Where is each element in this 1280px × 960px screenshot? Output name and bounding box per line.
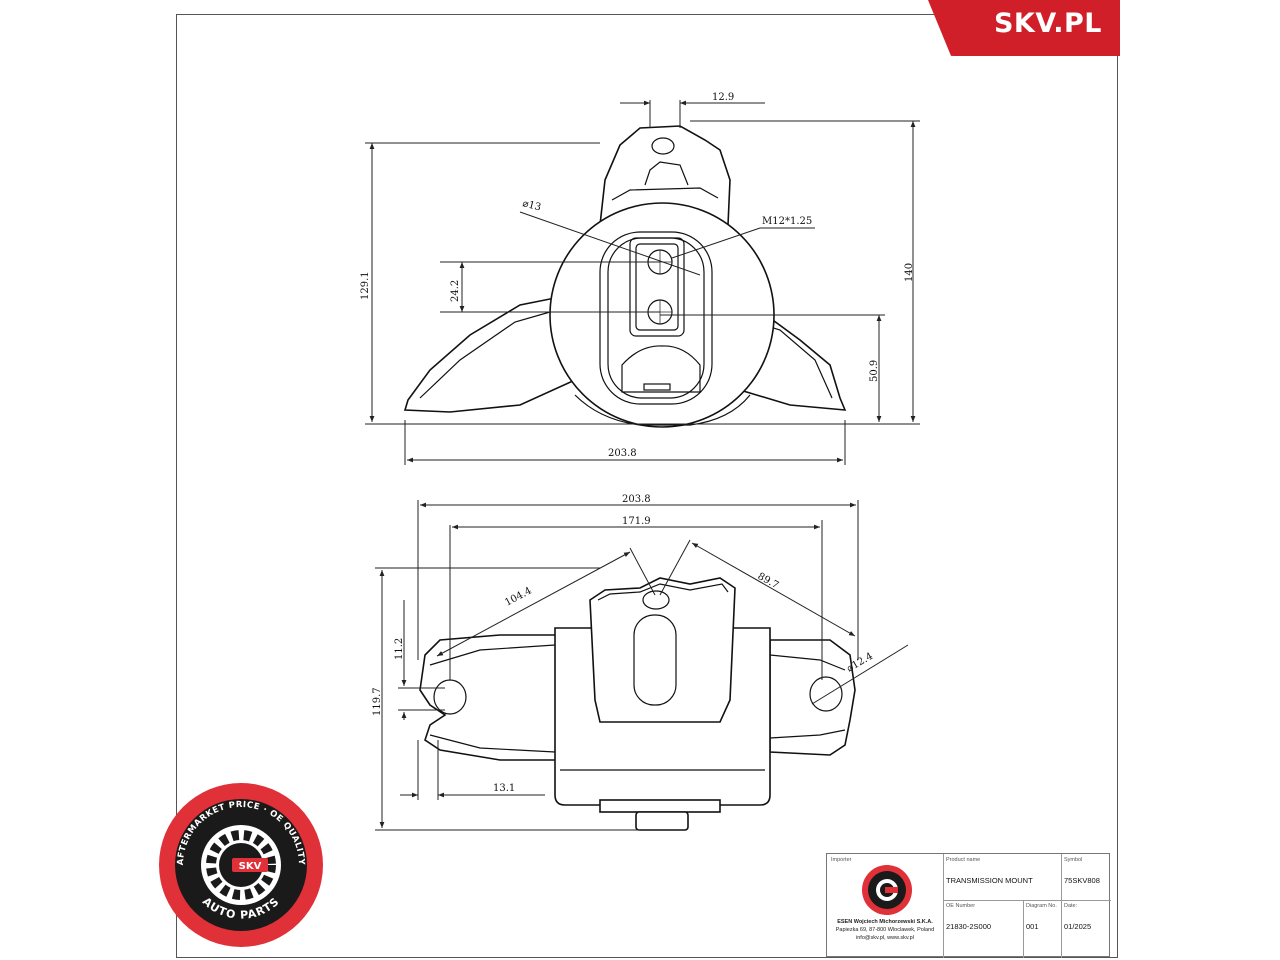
- brand-logo-text: SKV.PL: [993, 8, 1102, 39]
- top-dim-140: 140: [904, 263, 915, 282]
- top-dim-m12: M12*1.25: [762, 216, 812, 227]
- side-dim-104-4: 104.4: [503, 585, 533, 608]
- top-dim-129-1: 129.1: [360, 271, 371, 300]
- brand-tab: SKV.PL: [928, 0, 1120, 56]
- importer-address: Papiezka 69, 87-800 Wloclawek, Poland: [835, 927, 935, 933]
- oe-number: 21830-2S000: [946, 922, 992, 931]
- side-dim-203-8: 203.8: [622, 494, 651, 505]
- side-dim-11-2: 11.2: [394, 638, 405, 660]
- side-dim-171-9: 171.9: [622, 516, 651, 527]
- importer-label: Importer: [831, 857, 852, 863]
- diagram-no-label: Diagram No.: [1026, 903, 1057, 909]
- side-dim-13-1: 13.1: [493, 783, 515, 794]
- top-ear: [599, 125, 731, 226]
- top-dim-203-8: 203.8: [608, 448, 637, 459]
- badge-center-text: SKV: [239, 861, 262, 872]
- top-dim-dia-13: ⌀13: [521, 198, 542, 213]
- skv-badge: AFTERMARKET PRICE · OE QUALITY AUTO PART…: [159, 783, 323, 947]
- oe-number-label: OE Number: [946, 903, 976, 909]
- product-name: TRANSMISSION MOUNT: [946, 876, 1033, 885]
- side-bracket: [589, 577, 736, 723]
- diagram-no: 001: [1026, 922, 1039, 931]
- date-value: 01/2025: [1064, 922, 1092, 931]
- side-dim-119-7: 119.7: [372, 687, 383, 716]
- importer-name: ESEN Wojciech Michorzewski S.K.A.: [837, 919, 933, 925]
- top-dim-24-2: 24.2: [450, 280, 461, 302]
- symbol-label: Symbol: [1064, 857, 1083, 863]
- top-dim-50-9: 50.9: [869, 360, 880, 382]
- side-right-arm: [769, 639, 856, 756]
- drawing-frame: [176, 14, 1118, 958]
- top-dim-12-9: 12.9: [712, 92, 734, 103]
- side-dim-89-7: 89.7: [756, 571, 781, 591]
- side-view: 203.8 171.9 104.4 89.7 119.7 11.2 ⌀12.4 …: [372, 494, 909, 831]
- date-label: Date:: [1064, 903, 1078, 909]
- top-view: 12.9 129.1 140 50.9 24.2 ⌀13 M12*1.25 20…: [360, 92, 920, 465]
- product-name-label: Product name: [946, 857, 981, 863]
- title-block: Importer ESEN Wojciech Michorzewski S.K.…: [826, 853, 1111, 958]
- importer-contact: info@skv.pl, www.skv.pl: [856, 935, 914, 941]
- symbol-value: 75SKV808: [1064, 876, 1100, 885]
- importer-badge-icon: [862, 865, 912, 915]
